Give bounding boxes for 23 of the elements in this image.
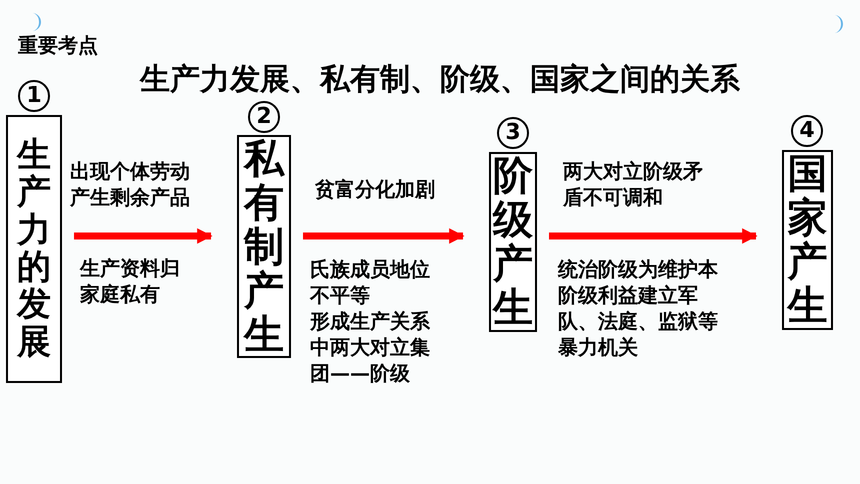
- stage-text: 国家产生: [788, 152, 828, 328]
- stage-text: 阶级产生: [493, 154, 533, 330]
- edge-label: 两大对立阶级矛盾不可调和: [563, 158, 704, 210]
- stage-text: 生产力的发展: [17, 136, 51, 362]
- stage-text: 私有制产生: [244, 136, 284, 356]
- arrow: [549, 228, 758, 244]
- stage-box: [6, 115, 62, 383]
- circled-number: 2: [248, 101, 280, 133]
- circled-number: 4: [791, 115, 823, 147]
- circled-number: 3: [497, 117, 529, 149]
- section-heading: 重要考点: [18, 32, 99, 58]
- circled-number: 1: [18, 80, 50, 112]
- note-text: 形成生产关系中两大对立集团——阶级: [310, 308, 431, 386]
- arrow: [303, 228, 465, 244]
- diagram-title: 生产力发展、私有制、阶级、国家之间的关系: [140, 61, 740, 99]
- edge-label: 出现个体劳动产生剩余产品: [70, 158, 191, 210]
- stage-box: [237, 135, 291, 358]
- note-text: 生产资料归家庭私有: [80, 255, 181, 307]
- note-text: 氏族成员地位不平等: [310, 256, 431, 308]
- stage-box: [782, 150, 833, 330]
- edge-label: 贫富分化加剧: [315, 176, 436, 202]
- arrow: [74, 228, 213, 244]
- note-text: 统治阶级为维护本阶级利益建立军队、法庭、监狱等暴力机关: [558, 256, 719, 360]
